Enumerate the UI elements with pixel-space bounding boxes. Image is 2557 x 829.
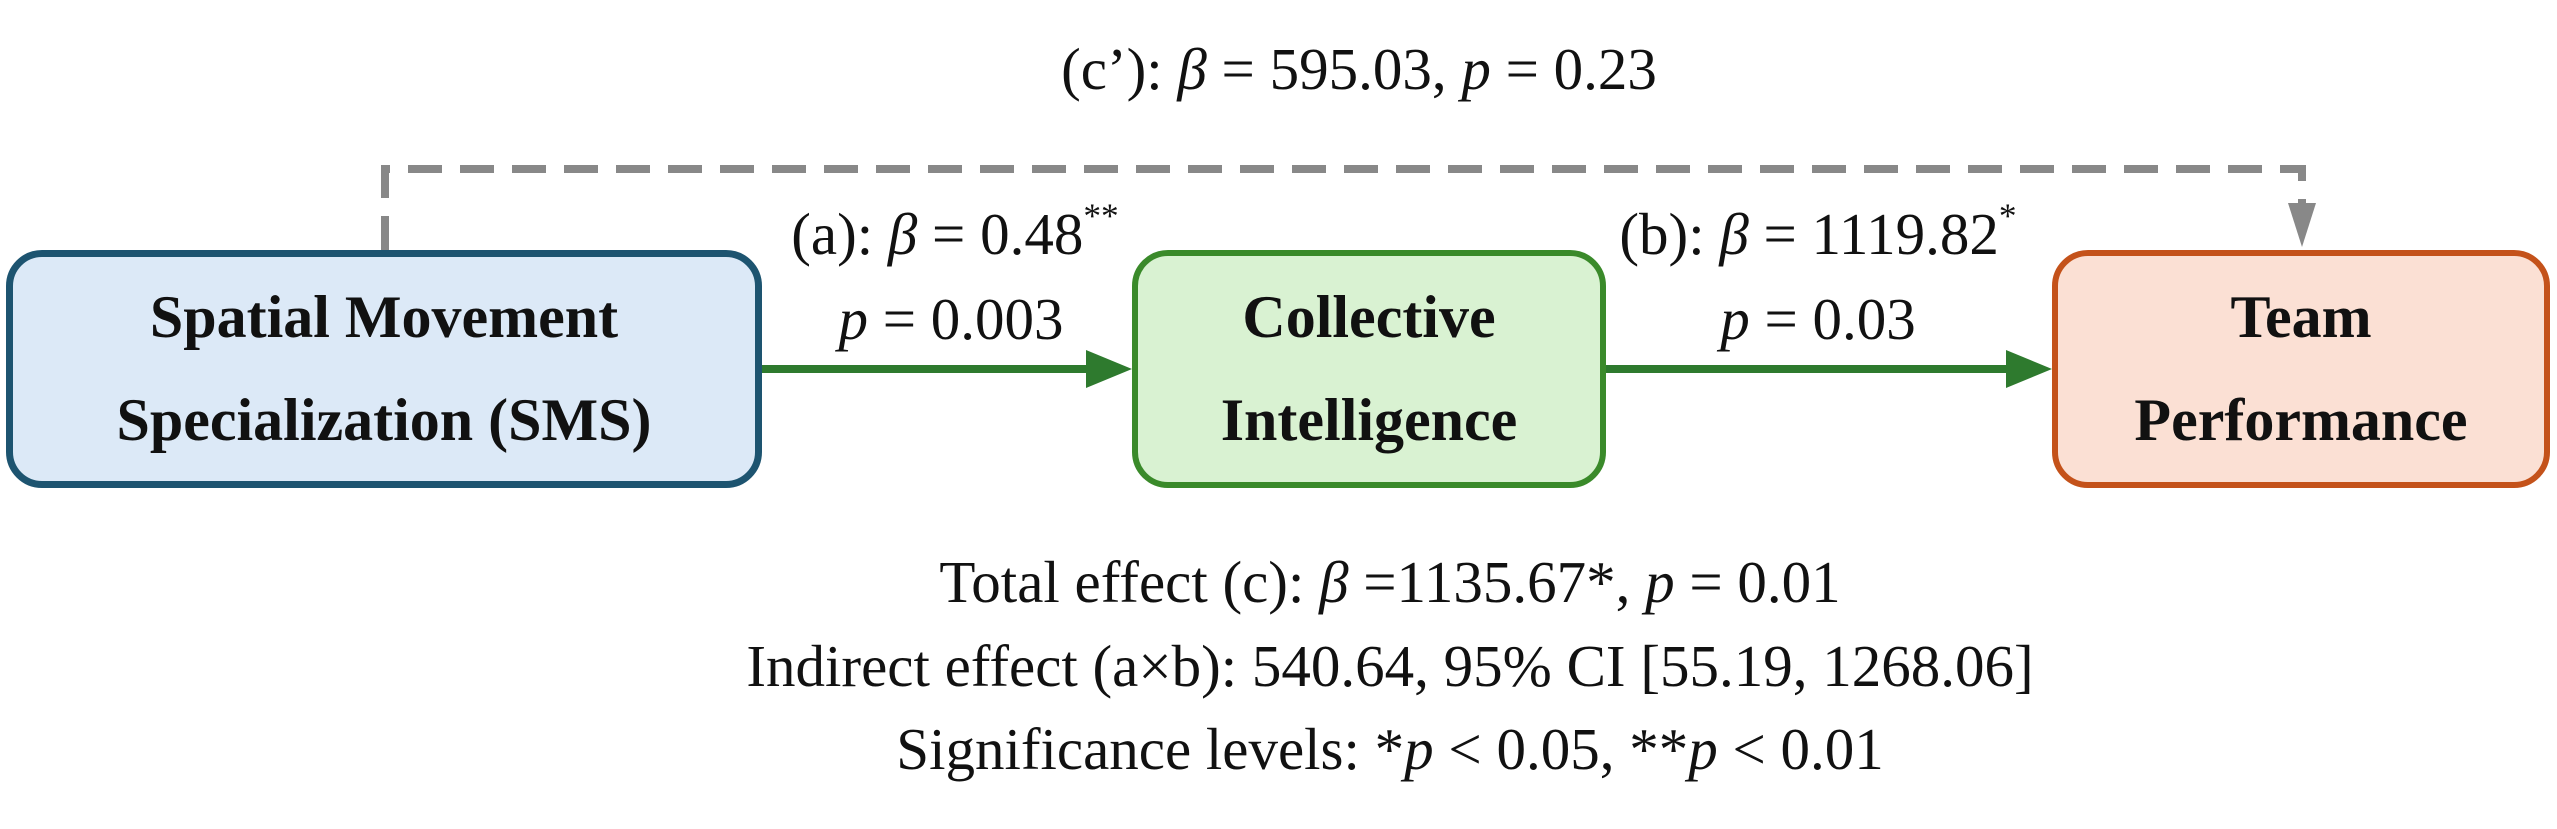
path-a-arrowhead [1086, 350, 1132, 388]
path-c-prime-label: (c’): β = 595.03, p = 0.23 [1061, 40, 1657, 99]
significance-p2-symbol: p [1688, 716, 1718, 782]
node-ci-line1: Collective [1242, 283, 1496, 350]
path-b-beta-symbol: β [1719, 201, 1749, 267]
path-b-p-value: = 0.03 [1764, 286, 1916, 352]
path-a-p-label: p = 0.003 [838, 290, 1063, 349]
significance-levels-line: Significance levels: *p < 0.05, **p < 0.… [896, 720, 1883, 779]
indirect-effect-line: Indirect effect (a×b): 540.64, 95% CI [5… [746, 637, 2033, 696]
path-a-p-value: = 0.003 [882, 286, 1064, 352]
total-effect-beta-value: =1135.67*, [1363, 549, 1631, 615]
node-spatial-movement-specialization: Spatial Movement Specialization (SMS) [6, 250, 762, 488]
total-effect-p-symbol: p [1645, 549, 1675, 615]
path-b-arrowhead [2006, 350, 2052, 388]
node-sms-line2: Specialization (SMS) [116, 387, 652, 453]
c-prime-tag: (c’): [1061, 36, 1163, 102]
total-effect-beta-symbol: β [1319, 549, 1349, 615]
path-a-beta-value: = 0.48 [932, 201, 1084, 267]
node-ci-line2: Intelligence [1220, 387, 1518, 453]
path-b-p-symbol: p [1720, 286, 1750, 352]
node-tp-line1: Team [2230, 283, 2372, 350]
node-sms-line1: Spatial Movement [149, 283, 619, 350]
total-effect-line: Total effect (c): β =1135.67*, p = 0.01 [939, 553, 1840, 612]
path-a-beta-symbol: β [887, 201, 918, 267]
path-a-p-symbol: p [838, 286, 868, 352]
path-b-tag: (b): [1619, 201, 1705, 267]
node-tp-line2: Performance [2134, 387, 2468, 453]
path-b-p-label: p = 0.03 [1720, 290, 1916, 349]
c-prime-beta-symbol: β [1177, 36, 1207, 102]
node-team-performance: Team Performance [2052, 250, 2550, 488]
path-b-beta-label: (b): β = 1119.82* [1619, 198, 2016, 264]
c-prime-p-value: = 0.23 [1505, 36, 1657, 102]
path-a-beta-label: (a): β = 0.48** [791, 198, 1118, 264]
path-b-beta-value: = 1119.82 [1763, 201, 1999, 267]
node-collective-intelligence: Collective Intelligence [1132, 250, 1606, 488]
total-effect-prefix: Total effect (c): [939, 549, 1305, 615]
c-prime-beta-value: = 595.03, [1221, 36, 1447, 102]
indirect-effect-text: Indirect effect (a×b): 540.64, 95% CI [5… [746, 633, 2034, 699]
significance-end: < 0.01 [1732, 716, 1884, 782]
path-a-significance-stars: ** [1083, 195, 1119, 236]
path-b-significance-stars: * [1998, 195, 2017, 236]
path-a-tag: (a): [791, 201, 874, 267]
total-effect-p-value: = 0.01 [1689, 549, 1841, 615]
c-prime-p-symbol: p [1461, 36, 1491, 102]
significance-prefix: Significance levels: * [896, 716, 1405, 782]
significance-mid: < 0.05, ** [1448, 716, 1689, 782]
direct-effect-arrowhead [2288, 203, 2316, 247]
significance-p1-symbol: p [1404, 716, 1434, 782]
